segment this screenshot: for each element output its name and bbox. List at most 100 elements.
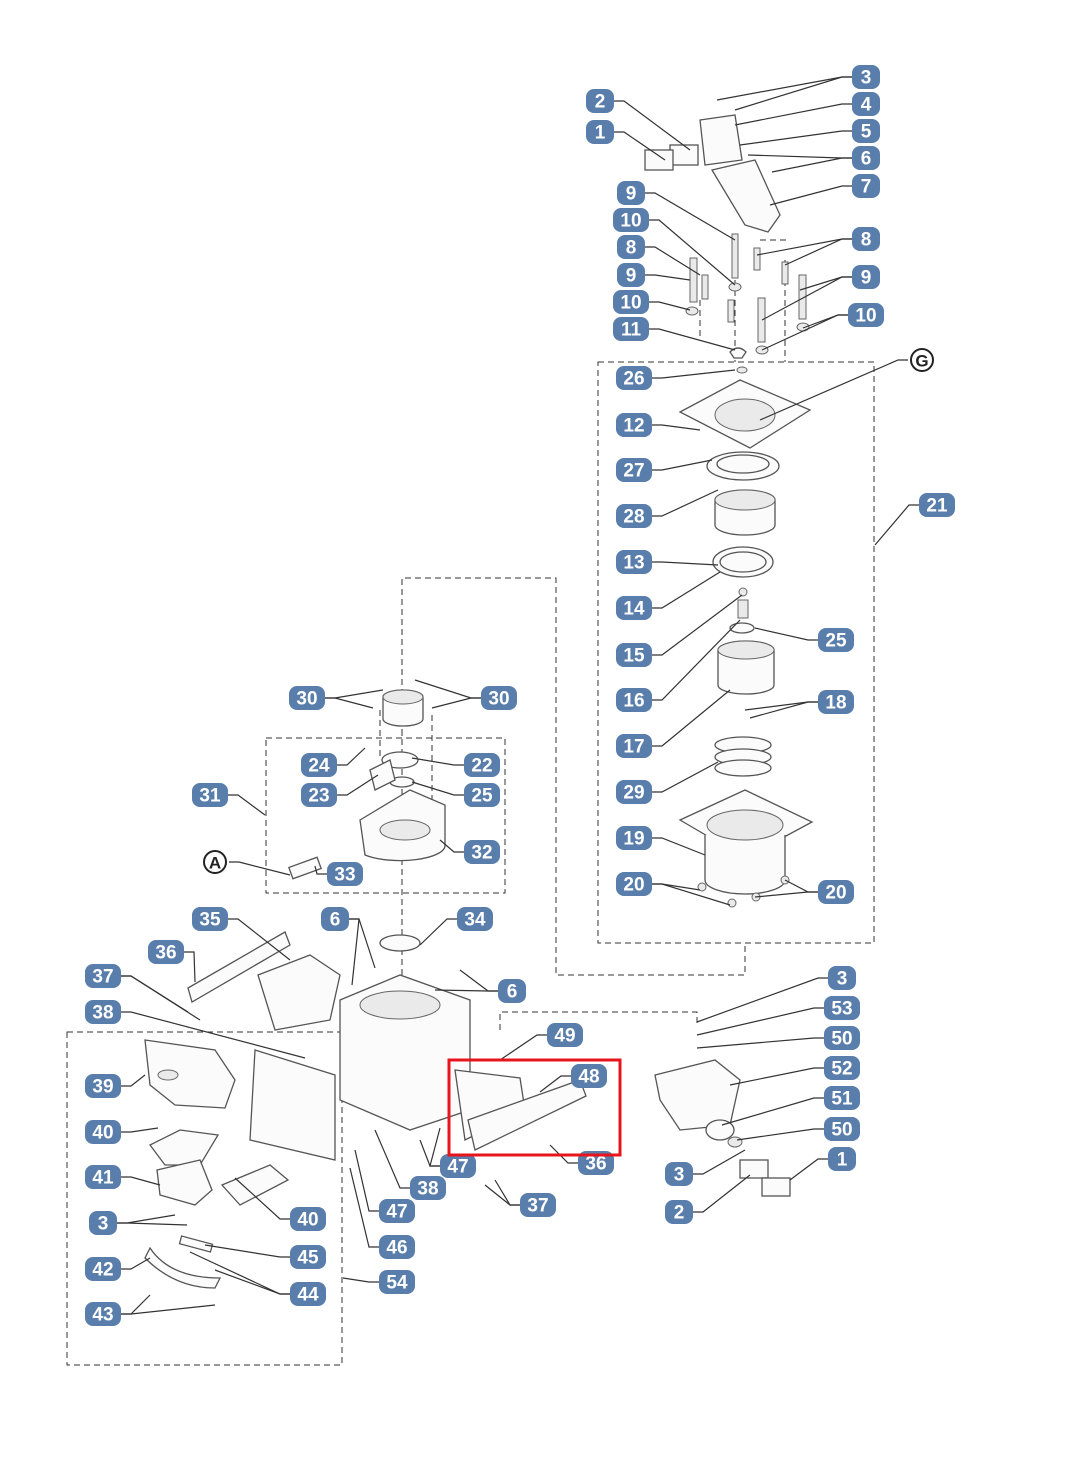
part-number-label: 39	[92, 1077, 113, 1098]
part-number-label: 51	[831, 1089, 853, 1110]
part-badge-17: 17	[616, 734, 652, 758]
leader-line	[784, 879, 818, 893]
leader-line	[549, 1144, 578, 1164]
part-badge-37: 37	[520, 1193, 556, 1217]
part-badge-40: 40	[85, 1120, 121, 1144]
part-badge-34: 34	[457, 907, 493, 931]
part-number-badges: 34567219108910118910G2612272813141516172…	[85, 65, 955, 1326]
part-badge-9: 9	[617, 181, 645, 205]
part-badge-31: 31	[192, 783, 228, 807]
leader-line	[649, 328, 736, 351]
part-badge-1: 1	[828, 1147, 856, 1171]
part-badge-35: 35	[192, 907, 228, 931]
part-number-label: 18	[825, 693, 846, 714]
view-marker-g: G	[910, 348, 934, 372]
leader-line	[652, 489, 719, 517]
part-number-label: 30	[488, 689, 509, 710]
leader-line	[754, 627, 818, 641]
part-number-label: 33	[334, 865, 355, 886]
part-badge-29: 29	[616, 780, 652, 804]
leader-line	[652, 883, 701, 891]
leader-line	[414, 679, 481, 699]
leader-line	[337, 747, 366, 766]
leader-line	[411, 781, 464, 796]
leader-line	[117, 1214, 176, 1224]
part-number-label: 1	[595, 123, 606, 144]
part-badge-37: 37	[85, 964, 121, 988]
leader-line	[693, 1174, 751, 1213]
leader-line	[696, 1007, 824, 1036]
part-number-label: 9	[861, 268, 872, 289]
part-number-label: 40	[297, 1210, 318, 1231]
part-number-label: 28	[623, 507, 644, 528]
leader-line	[325, 689, 384, 699]
part-number-label: 38	[417, 1179, 438, 1200]
leader-line	[325, 697, 374, 709]
leader-line	[121, 1074, 146, 1087]
leader-line	[784, 238, 852, 266]
leader-lines	[117, 76, 919, 1315]
leader-line	[693, 1149, 746, 1175]
part-badge-38: 38	[85, 1000, 121, 1024]
part-number-label: 29	[623, 783, 644, 804]
part-number-label: 9	[626, 184, 637, 205]
part-badge-22: 22	[464, 753, 500, 777]
part-badge-3: 3	[665, 1162, 693, 1186]
leader-line	[349, 918, 360, 986]
part-badge-10: 10	[848, 303, 884, 327]
part-badge-36: 36	[578, 1151, 614, 1175]
leader-line	[354, 1149, 379, 1212]
part-number-label: 47	[447, 1157, 468, 1178]
part-number-label: 10	[620, 293, 641, 314]
part-number-label: 8	[861, 230, 872, 251]
part-badge-21: 21	[919, 493, 955, 517]
part-number-label: 32	[471, 843, 492, 864]
leader-line	[374, 1129, 410, 1189]
part-number-label: 45	[297, 1248, 319, 1269]
part-number-label: 14	[623, 599, 645, 620]
leader-line	[645, 246, 701, 276]
part-badge-23: 23	[301, 783, 337, 807]
part-number-label: 6	[861, 149, 872, 170]
part-number-label: 24	[308, 756, 330, 777]
leader-line	[439, 839, 464, 853]
part-badge-46: 46	[379, 1235, 415, 1259]
leader-line	[739, 130, 852, 146]
part-number-label: 11	[621, 320, 642, 341]
part-badge-24: 24	[301, 753, 337, 777]
part-number-label: 46	[386, 1238, 407, 1259]
part-badge-30: 30	[289, 686, 325, 710]
part-badge-44: 44	[290, 1282, 326, 1306]
leader-line	[614, 100, 691, 151]
leader-line	[645, 274, 691, 281]
part-badge-48: 48	[571, 1064, 607, 1088]
part-number-label: 53	[831, 999, 852, 1020]
leader-line	[652, 571, 721, 609]
leader-line	[769, 185, 852, 206]
part-number-label: 20	[623, 875, 644, 896]
leader-line	[771, 157, 852, 173]
part-badge-26: 26	[616, 366, 652, 390]
part-badge-8: 8	[617, 235, 645, 259]
part-badge-51: 51	[824, 1086, 860, 1110]
part-number-label: 27	[623, 461, 644, 482]
part-number-label: 37	[527, 1196, 548, 1217]
leader-line	[696, 1037, 824, 1049]
leader-line	[652, 837, 706, 856]
part-badge-3: 3	[852, 65, 880, 89]
part-number-label: 40	[92, 1123, 113, 1144]
leader-line	[649, 301, 691, 311]
part-number-label: 50	[831, 1029, 852, 1050]
part-badge-5: 5	[852, 119, 880, 143]
part-badge-2: 2	[665, 1200, 693, 1224]
leader-line	[121, 1294, 151, 1315]
part-number-label: 5	[861, 122, 872, 143]
part-badge-3: 3	[89, 1211, 117, 1235]
part-number-label: 6	[507, 982, 518, 1003]
part-number-label: 41	[92, 1168, 114, 1189]
part-badge-20: 20	[818, 880, 854, 904]
part-number-label: 30	[296, 689, 317, 710]
leader-line	[799, 276, 852, 291]
part-number-label: 1	[837, 1150, 848, 1171]
part-number-label: 42	[92, 1260, 113, 1281]
